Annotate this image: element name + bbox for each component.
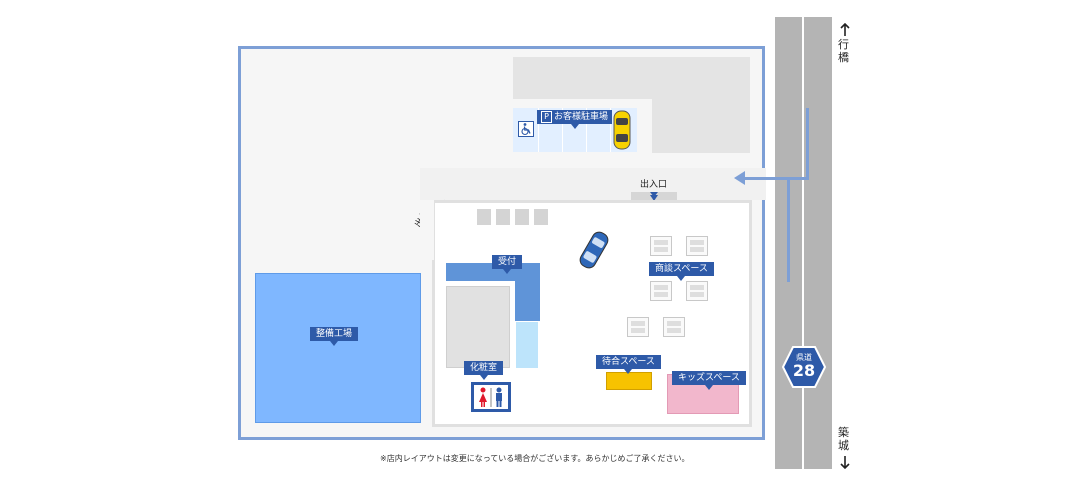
route-prefix: 県道 xyxy=(796,353,812,362)
north-direction: 行橋 xyxy=(838,38,849,64)
parking-divider xyxy=(586,108,587,152)
reception-label: 受付 xyxy=(492,255,523,274)
restroom-label: 化粧室 xyxy=(464,361,504,380)
building-north-wing xyxy=(652,57,750,153)
entrance-path xyxy=(420,168,766,200)
consultation-chair xyxy=(663,317,685,337)
consultation-chair xyxy=(627,317,649,337)
customer-parking-text: お客様駐車場 xyxy=(554,112,609,122)
waiting-area xyxy=(606,372,652,390)
car-icon xyxy=(575,228,612,273)
consultation-chair xyxy=(686,236,708,256)
route-line-vertical xyxy=(806,108,809,180)
footnote: ※店内レイアウトは変更になっている場合がございます。あらかじめご了承ください。 xyxy=(380,454,690,463)
storage-box xyxy=(496,209,510,225)
reception-counter-side xyxy=(515,263,540,321)
entrance-top-label: 出入口 xyxy=(634,178,673,197)
display-case xyxy=(516,322,538,368)
waiting-label: 待合スペース xyxy=(596,355,661,374)
south-arrow-icon xyxy=(840,454,850,470)
storage-box xyxy=(534,209,548,225)
parking-divider xyxy=(610,108,611,152)
parking-divider xyxy=(562,108,563,152)
consultation-chair xyxy=(686,281,708,301)
route-line-lower xyxy=(787,177,790,282)
consultation-label: 商談スペース xyxy=(649,262,714,281)
route-arrow-head xyxy=(734,171,745,185)
route-number: 28 xyxy=(792,361,816,380)
route-shield: 県道 28 xyxy=(782,346,826,388)
wheelchair-icon xyxy=(518,121,534,137)
road-center-line xyxy=(802,17,804,469)
south-direction: 築城 xyxy=(838,426,849,452)
north-arrow-icon xyxy=(840,22,850,36)
back-office xyxy=(446,286,510,368)
parking-p-icon: P xyxy=(541,110,552,123)
kids-label: キッズスペース xyxy=(672,371,746,390)
parking-divider xyxy=(538,108,539,152)
showroom-corner xyxy=(420,200,434,260)
workshop-label: 整備工場 xyxy=(310,327,359,346)
consultation-chair xyxy=(650,281,672,301)
route-line-horizontal xyxy=(744,177,809,180)
workshop-area xyxy=(255,273,421,423)
car-icon xyxy=(612,110,632,150)
restroom-icon xyxy=(471,382,511,412)
storage-box xyxy=(515,209,529,225)
entrance-top-marker xyxy=(650,195,658,201)
consultation-chair xyxy=(650,236,672,256)
storage-box xyxy=(477,209,491,225)
